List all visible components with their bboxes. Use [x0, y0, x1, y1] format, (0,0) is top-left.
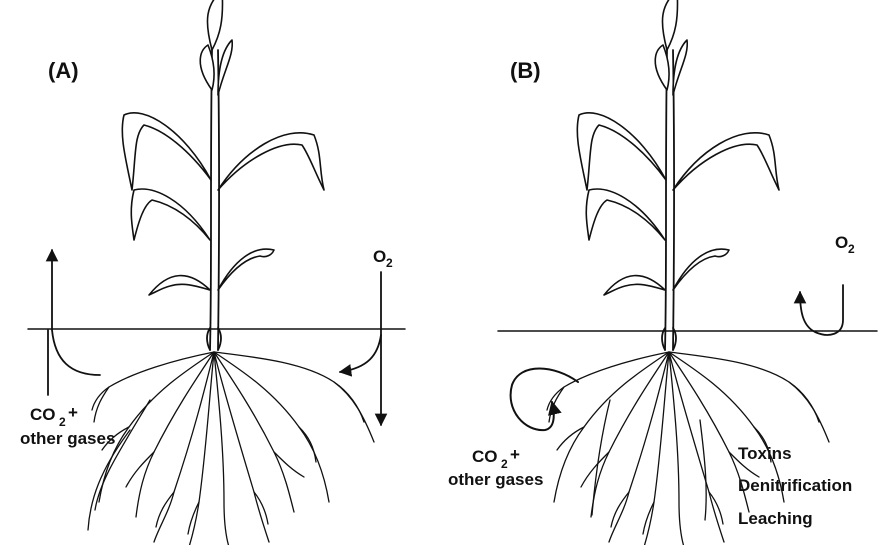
panel-b-label: (B) — [510, 58, 541, 83]
panel-b-effect-toxins: Toxins — [738, 444, 792, 463]
panel-a-root-system — [92, 352, 374, 545]
panel-b-co2-plus: + — [510, 445, 520, 464]
panel-b-other-gases: other gases — [448, 470, 543, 489]
panel-a: (A) O 2 CO 2 + other gases — [20, 0, 405, 545]
panel-a-co2-subscript: 2 — [59, 415, 66, 429]
panel-b-effect-leaching: Leaching — [738, 509, 813, 528]
panel-b-co2-subscript: 2 — [501, 457, 508, 471]
panel-a-o2-label: O — [373, 247, 386, 266]
panel-a-plant-shoot — [122, 0, 324, 350]
panel-b-co2-loop-arrow — [511, 369, 578, 431]
panel-a-label: (A) — [48, 58, 79, 83]
panel-b-effect-denitrification: Denitrification — [738, 476, 852, 495]
panel-a-o2-curved-arrow — [340, 335, 381, 372]
panel-b-o2-subscript: 2 — [848, 242, 855, 256]
panel-a-co2-label: CO — [30, 405, 56, 424]
panel-b-o2-hook-arrow — [800, 285, 843, 335]
panel-a-long-root — [95, 400, 150, 510]
panel-a-other-gases: other gases — [20, 429, 115, 448]
panel-b-co2-label: CO — [472, 447, 498, 466]
panel-a-o2-subscript: 2 — [386, 256, 393, 270]
panel-b-plant-shoot — [577, 0, 779, 350]
panel-b: (B) O 2 CO 2 + other gases Toxins Denitr… — [448, 0, 877, 545]
panel-a-co2-arrow — [52, 250, 100, 375]
panel-b-o2-label: O — [835, 233, 848, 252]
panel-a-co2-plus: + — [68, 403, 78, 422]
